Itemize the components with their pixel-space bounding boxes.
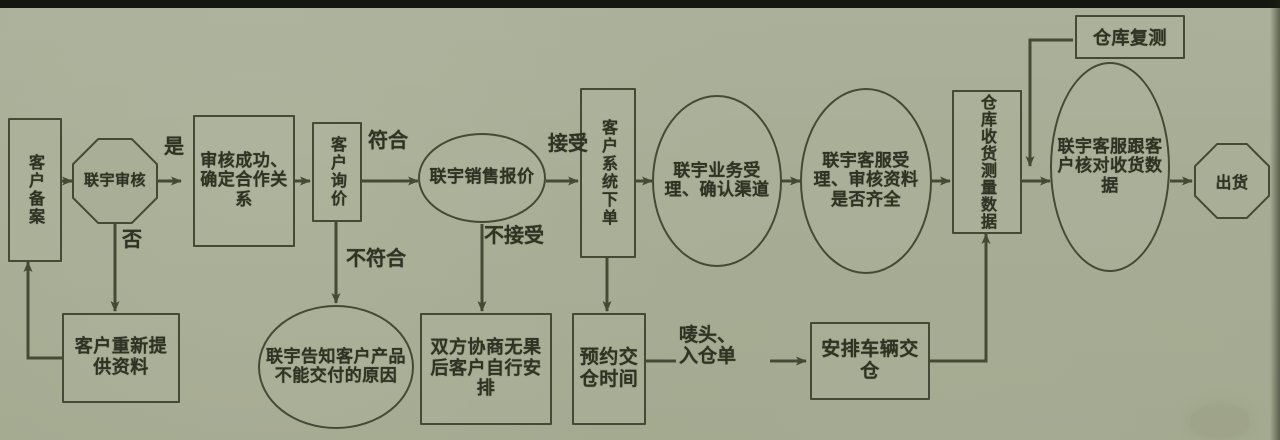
node-label: 仓库收货测量数据 [978, 94, 997, 230]
edge-label-no: 否 [122, 227, 142, 251]
node-warehouse-recheck[interactable]: 仓库复测 [1075, 15, 1185, 59]
node-label: 安排车辆交仓 [821, 338, 919, 382]
node-review-success[interactable]: 审核成功、确定合作关系 [193, 115, 295, 247]
top-black-bar [0, 0, 1280, 8]
node-lianyu-business-accept[interactable]: 联宇业务受理、确认渠道 [652, 95, 782, 267]
edge-label-accept: 接受 [548, 131, 588, 155]
node-label: 客户重新提供资料 [74, 336, 168, 378]
node-label: 预约交仓时间 [579, 346, 639, 390]
node-label: 联宇客服受理、审核资料是否齐全 [813, 150, 919, 210]
node-label: 联宇销售报价 [429, 167, 535, 188]
node-customer-self-arrange[interactable]: 双方协商无果后客户自行安排 [420, 313, 552, 425]
node-label: 联宇告知客户产品不能交付的原因 [266, 346, 406, 386]
watermark-blob [1190, 404, 1250, 438]
node-customer-filing[interactable]: 客户备案 [8, 118, 62, 262]
node-label: 客户备案 [26, 154, 45, 226]
edge-n13-n1 [23, 261, 63, 360]
node-customer-resubmit-docs[interactable]: 客户重新提供资料 [62, 313, 180, 403]
edge-label-marks-warehouse-order: 唛头、 入仓单 [679, 324, 737, 368]
node-lianyu-sales-quote[interactable]: 联宇销售报价 [418, 133, 546, 223]
node-label: 客户询价 [328, 136, 347, 208]
node-label: 客户系统下单 [599, 119, 618, 227]
octagon-inner [74, 140, 156, 222]
node-customer-inquiry[interactable]: 客户询价 [312, 122, 362, 222]
octagon-inner [1196, 145, 1268, 217]
node-lianyu-service-review[interactable]: 联宇客服受理、审核资料是否齐全 [800, 88, 932, 274]
node-warehouse-receiving-data[interactable]: 仓库收货测量数据 [952, 90, 1022, 234]
edge-label-not-accept: 不接受 [484, 223, 544, 247]
node-label: 联宇客服跟客户核对收货数据 [1057, 136, 1163, 196]
node-label: 仓库复测 [1093, 28, 1167, 49]
edge-label-conform: 符合 [368, 128, 408, 152]
node-lianyu-review[interactable]: 联宇审核 [72, 138, 158, 224]
right-edge-shadow [1270, 0, 1280, 440]
node-label: 联宇业务受理、确认渠道 [664, 160, 770, 200]
edge-n12-n10 [1025, 38, 1073, 167]
node-label: 审核成功、确定合作关系 [200, 150, 288, 210]
node-notify-undeliverable-reason[interactable]: 联宇告知客户产品不能交付的原因 [258, 305, 414, 429]
edge-label-not-conform: 不符合 [346, 246, 406, 270]
node-service-verify-with-customer[interactable]: 联宇客服跟客户核对收货数据 [1050, 62, 1170, 272]
node-customer-system-order[interactable]: 客户系统下单 [580, 88, 636, 258]
node-book-warehouse-time[interactable]: 预约交仓时间 [572, 313, 646, 425]
node-label: 双方协商无果后客户自行安排 [430, 337, 542, 400]
node-label: 联宇审核 [83, 171, 146, 190]
node-label: 出货 [1215, 173, 1249, 192]
node-arrange-vehicle-delivery[interactable]: 安排车辆交仓 [810, 322, 930, 400]
edge-n17-n9 [930, 233, 991, 363]
edge-label-yes: 是 [164, 134, 184, 158]
node-shipment[interactable]: 出货 [1194, 143, 1270, 219]
